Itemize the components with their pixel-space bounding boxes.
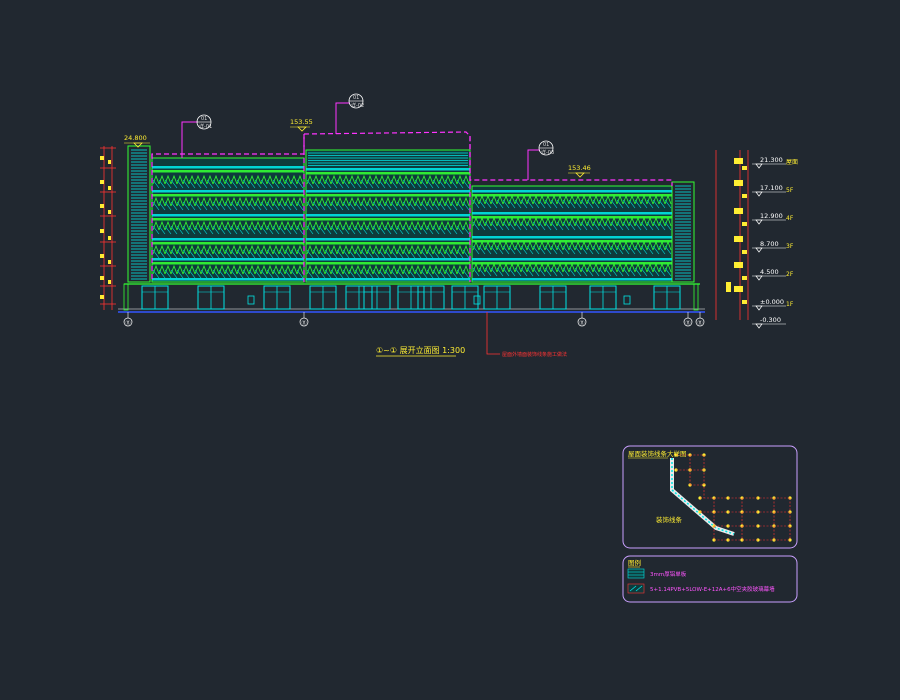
detail-box-title: 屋面装饰线条大样图: [628, 449, 687, 458]
parapet-outline: [151, 131, 673, 282]
level-value: 4.500: [760, 268, 779, 276]
legend-title: 图例: [628, 558, 641, 567]
callout-leaders: [181, 102, 540, 180]
center-top-level-mark: [297, 126, 307, 132]
detail-box-label: 装饰线条: [656, 515, 683, 524]
right-dimension-ticks: [726, 158, 747, 304]
level-floor: 2F: [786, 271, 794, 278]
left-top-level-mark: [133, 142, 143, 148]
callout-1-num: 01: [201, 116, 207, 122]
center-top-level: 153.55: [290, 118, 313, 126]
axis-label: ⑪: [302, 320, 307, 327]
callout-1-sub: 详-01: [199, 123, 212, 130]
callout-3[interactable]: 01 详-03: [538, 140, 554, 156]
note-leader: [486, 312, 500, 355]
legend-item-2: 5+1.14PVB+5LOW-E+12A+6中空夹胶玻璃幕墙: [650, 585, 775, 593]
right-dimension-chain: [715, 150, 749, 320]
level-floor: 屋面: [786, 159, 798, 166]
callout-2-num: 01: [353, 95, 359, 101]
level-floor: 4F: [786, 215, 794, 222]
ground-floor-doors: [123, 283, 699, 311]
callout-3-num: 01: [543, 142, 549, 148]
level-value: 8.700: [760, 240, 779, 248]
callout-3-sub: 详-03: [541, 149, 554, 156]
right-top-level: 153.46: [568, 164, 591, 172]
level-value: -0.300: [760, 316, 781, 324]
red-note: 屋面外墙面装饰线条施工做法: [502, 351, 567, 358]
legend-box[interactable]: 图例 3mm厚铝单板 5+1.14PVB+5LOW-E+12A+6中空夹胶玻璃幕…: [622, 555, 798, 603]
legend-swatch-glass: [627, 583, 645, 594]
callout-1[interactable]: 01 详-01: [196, 114, 212, 130]
left-stair-tower: [127, 145, 151, 283]
level-floor: 5F: [786, 187, 794, 194]
detail-box[interactable]: 屋面装饰线条大样图 装饰线条: [622, 445, 798, 549]
level-floor: 1F: [786, 301, 794, 308]
right-stair-tower: [671, 181, 695, 283]
right-top-level-mark: [575, 172, 585, 178]
level-value: 17.100: [760, 184, 783, 192]
axis-label: ⑪: [686, 320, 691, 327]
level-value: 12.900: [760, 212, 783, 220]
left-dimension-chain: [100, 146, 116, 310]
left-dimension-ticks: [100, 156, 111, 299]
axis-label: ⑪: [580, 320, 585, 327]
level-floor: 3F: [786, 243, 794, 250]
callout-2[interactable]: 01 详-02: [348, 93, 364, 109]
floor-bands: [152, 166, 672, 281]
callout-2-sub: 详-02: [351, 102, 364, 109]
glass-curtain-wall-pattern: [152, 174, 672, 279]
detail-grid: [670, 453, 792, 542]
level-value: 21.300: [760, 156, 783, 164]
left-top-level: 24.800: [124, 134, 147, 142]
drawing-title: ①~① 展开立面图 1:300: [376, 345, 465, 355]
axis-label: ⑪: [126, 320, 131, 327]
axis-label: ⑪: [698, 320, 703, 327]
legend-item-1: 3mm厚铝单板: [650, 570, 687, 578]
legend-swatch-aluminum: [627, 568, 645, 579]
level-value: ±0.000: [760, 298, 784, 306]
